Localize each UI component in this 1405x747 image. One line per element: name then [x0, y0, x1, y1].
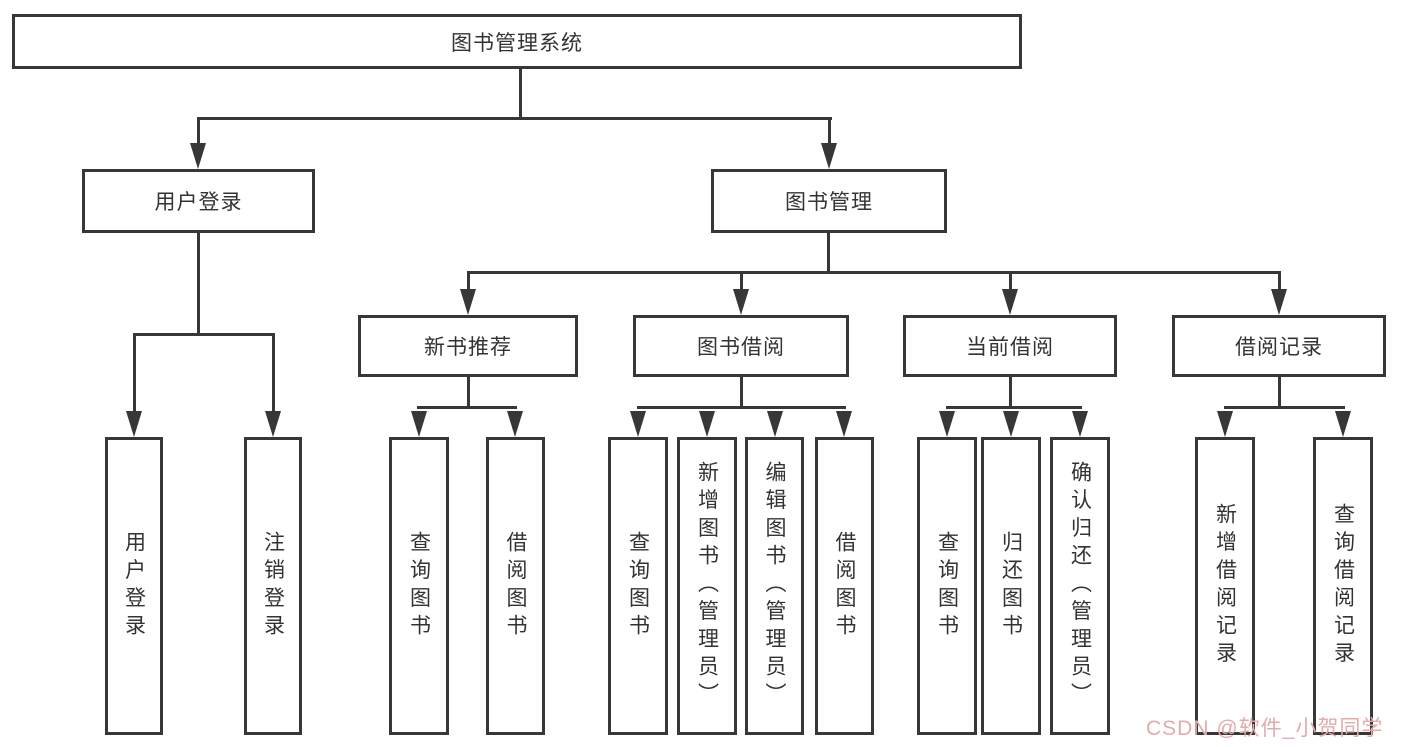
leaf-add-books-admin: 新增图书（管理员）	[677, 437, 737, 735]
leaf-query-books-current: 查询图书	[917, 437, 977, 735]
arrowhead-down-icon	[126, 411, 142, 437]
arrowhead-down-icon	[1002, 289, 1018, 315]
node-book-borrowing: 图书借阅	[633, 315, 849, 377]
node-library-system: 图书管理系统	[12, 14, 1022, 69]
leaf-confirm-return-admin-label: 确认归还（管理员）	[1068, 461, 1092, 711]
leaf-query-borrow-record-label: 查询借阅记录	[1331, 502, 1355, 670]
connector-line	[946, 406, 1082, 409]
arrowhead-down-icon	[190, 143, 206, 169]
arrowhead-down-icon	[507, 411, 523, 437]
connector-line	[467, 271, 1281, 274]
node-current-borrowing-label: 当前借阅	[966, 336, 1054, 359]
leaf-confirm-return-admin: 确认归还（管理员）	[1050, 437, 1110, 735]
node-user-login: 用户登录	[82, 169, 315, 233]
connector-line	[519, 69, 522, 119]
arrowhead-down-icon	[265, 411, 281, 437]
leaf-query-borrow-record: 查询借阅记录	[1313, 437, 1373, 735]
connector-line	[1278, 271, 1281, 291]
connector-line	[740, 271, 743, 291]
csdn-watermark: CSDN @软件_小贺同学	[1146, 717, 1384, 740]
leaf-borrow-books-recommend-label: 借阅图书	[504, 530, 527, 642]
arrowhead-down-icon	[411, 411, 427, 437]
connector-line	[1278, 377, 1281, 409]
node-user-login-label: 用户登录	[154, 191, 243, 214]
leaf-user-login: 用户登录	[105, 437, 163, 735]
connector-line	[133, 333, 136, 413]
leaf-return-books-label: 归还图书	[999, 530, 1023, 642]
arrowhead-down-icon	[733, 289, 749, 315]
arrowhead-down-icon	[1271, 289, 1287, 315]
arrowhead-down-icon	[821, 143, 837, 169]
connector-line	[1009, 377, 1012, 409]
leaf-add-borrow-record: 新增借阅记录	[1195, 437, 1255, 735]
arrowhead-down-icon	[630, 411, 646, 437]
node-borrow-records-label: 借阅记录	[1235, 336, 1323, 359]
connector-line	[467, 271, 470, 291]
node-borrow-records: 借阅记录	[1172, 315, 1386, 377]
leaf-borrow-books-borrowing: 借阅图书	[815, 437, 874, 735]
arrowhead-down-icon	[939, 411, 955, 437]
node-book-borrowing-label: 图书借阅	[697, 336, 785, 359]
leaf-logout: 注销登录	[244, 437, 302, 735]
arrowhead-down-icon	[699, 411, 715, 437]
node-library-system-label: 图书管理系统	[451, 31, 583, 55]
arrowhead-down-icon	[460, 289, 476, 315]
leaf-add-books-admin-label: 新增图书（管理员）	[695, 461, 719, 711]
arrowhead-down-icon	[1072, 411, 1088, 437]
leaf-add-borrow-record-label: 新增借阅记录	[1213, 502, 1237, 670]
leaf-query-books-recommend: 查询图书	[389, 437, 449, 735]
leaf-edit-books-admin: 编辑图书（管理员）	[745, 437, 804, 735]
arrowhead-down-icon	[767, 411, 783, 437]
arrowhead-down-icon	[836, 411, 852, 437]
leaf-logout-label: 注销登录	[261, 530, 285, 642]
connector-line	[637, 406, 846, 409]
connector-line	[197, 117, 832, 120]
arrowhead-down-icon	[1335, 411, 1351, 437]
node-current-borrowing: 当前借阅	[903, 315, 1117, 377]
connector-line	[272, 333, 275, 413]
connector-line	[467, 377, 470, 409]
leaf-query-books-recommend-label: 查询图书	[407, 530, 431, 642]
connector-line	[417, 406, 517, 409]
connector-line	[197, 232, 200, 336]
leaf-borrow-books-recommend: 借阅图书	[486, 437, 545, 735]
connector-line	[827, 232, 830, 274]
connector-line	[740, 377, 743, 409]
connector-line	[828, 117, 831, 147]
leaf-edit-books-admin-label: 编辑图书（管理员）	[763, 461, 786, 711]
leaf-query-books-borrowing: 查询图书	[608, 437, 668, 735]
node-book-management-label: 图书管理	[785, 191, 873, 214]
arrowhead-down-icon	[1217, 411, 1233, 437]
connector-line	[133, 333, 274, 336]
connector-line	[197, 117, 200, 147]
node-book-management: 图书管理	[711, 169, 947, 233]
arrowhead-down-icon	[1003, 411, 1019, 437]
node-new-book-recommend: 新书推荐	[358, 315, 578, 377]
leaf-user-login-label: 用户登录	[122, 530, 146, 642]
leaf-return-books: 归还图书	[981, 437, 1041, 735]
leaf-query-books-current-label: 查询图书	[935, 530, 959, 642]
leaf-borrow-books-borrowing-label: 借阅图书	[833, 530, 856, 642]
node-new-book-recommend-label: 新书推荐	[424, 336, 512, 359]
connector-line	[1224, 406, 1345, 409]
leaf-query-books-borrowing-label: 查询图书	[626, 530, 650, 642]
connector-line	[1009, 271, 1012, 291]
